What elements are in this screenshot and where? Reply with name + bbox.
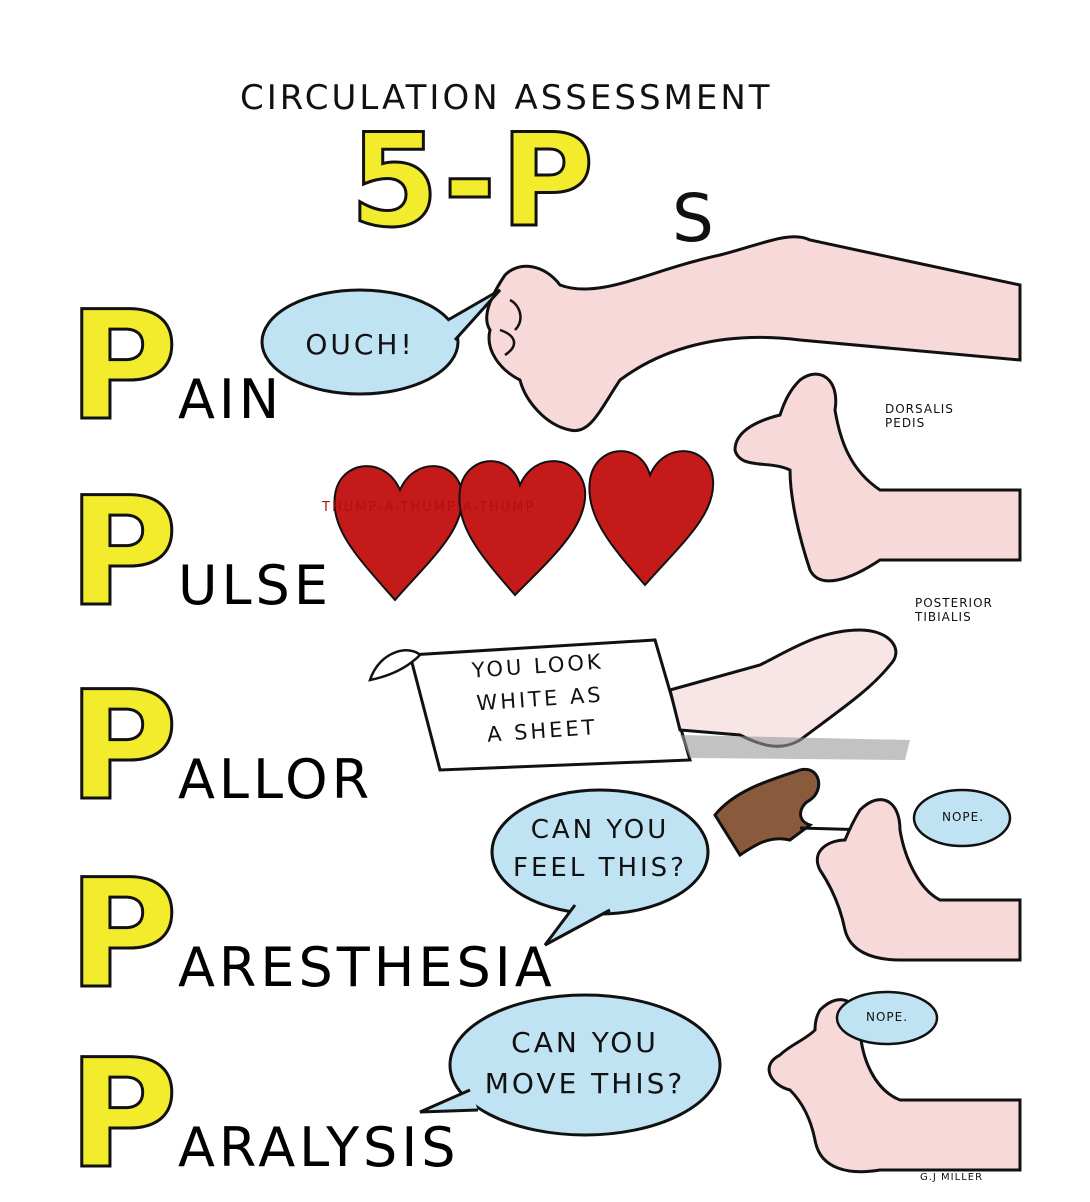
- foot-pulse: [733, 372, 1022, 583]
- heart-2: [458, 460, 587, 597]
- bubble-move: [448, 993, 722, 1137]
- letter-p: P: [67, 280, 180, 454]
- nope-text-1: NOPE.: [941, 810, 985, 824]
- word-rest: ARALYSIS: [177, 1116, 460, 1179]
- item-paresthesia: PARESTHESIA: [67, 859, 556, 1012]
- hand-brown: [713, 767, 821, 858]
- letter-p: P: [67, 848, 180, 1022]
- word-rest: ULSE: [177, 554, 332, 617]
- bubble-line: MOVE THIS?: [484, 1066, 686, 1100]
- bubble-feel-text: CAN YOU FEEL THIS?: [500, 812, 700, 887]
- letter-p: P: [67, 660, 180, 834]
- bubble-line: CAN YOU: [511, 1026, 659, 1059]
- word-rest: AIN: [177, 368, 284, 431]
- plural-s: S: [672, 180, 716, 257]
- word-rest: ARESTHESIA: [177, 936, 556, 999]
- pallor-text: YOU LOOK WHITE AS A SHEET: [437, 643, 643, 754]
- nope-text-2: NOPE.: [865, 1010, 909, 1024]
- heartbeat-text: THUMP-A-THUMP-A-THUMP: [322, 500, 536, 515]
- hearts: [333, 450, 715, 602]
- bubble-ouch: [260, 288, 460, 396]
- item-paralysis: PARALYSIS: [67, 1039, 460, 1192]
- leg-pallor: [668, 628, 898, 748]
- heart-1: [333, 465, 464, 602]
- item-pallor: PALLOR: [67, 671, 374, 824]
- letter-p: P: [67, 1028, 180, 1202]
- label-line: PEDIS: [885, 416, 926, 431]
- label-line: POSTERIOR: [915, 596, 993, 610]
- label-line: TIBIALIS: [915, 610, 972, 625]
- big-5p: 5-P: [349, 107, 598, 256]
- bubble-ouch-text: OUCH!: [305, 328, 415, 361]
- scroll: [408, 638, 692, 772]
- heart-3: [588, 450, 715, 587]
- bubble-line: FEEL THIS?: [513, 852, 687, 883]
- signature: G.J MILLER: [920, 1172, 984, 1183]
- foot-paresthesia: [816, 798, 1022, 962]
- word-rest: ALLOR: [177, 748, 374, 811]
- bubble-move-text: CAN YOU MOVE THIS?: [470, 1023, 700, 1104]
- label-line: DORSALIS: [885, 402, 954, 416]
- bubble-nope-1: [912, 788, 1012, 848]
- letter-p: P: [67, 466, 180, 640]
- label-dorsalis-pedis: DORSALIS PEDIS: [885, 402, 954, 431]
- leg-pain: [485, 235, 1022, 433]
- bubble-nope-2: [835, 990, 939, 1046]
- label-posterior-tibialis: POSTERIOR TIBIALIS: [915, 596, 993, 625]
- bubble-line: CAN YOU: [530, 815, 670, 845]
- item-pulse: PULSE: [67, 477, 332, 630]
- item-pain: PAIN: [67, 291, 284, 444]
- title: CIRCULATION ASSESSMENT: [240, 78, 773, 118]
